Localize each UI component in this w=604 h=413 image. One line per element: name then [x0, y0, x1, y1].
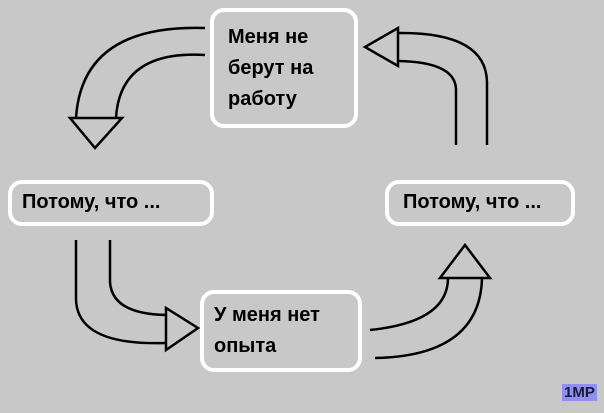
- node-left: Потому, что ...: [8, 180, 214, 226]
- arrow-right-to-top: [362, 25, 489, 145]
- node-top: Меня не берут на работу: [210, 8, 358, 128]
- node-right: Потому, что ...: [385, 180, 575, 226]
- watermark-logo: 1MP: [562, 384, 597, 401]
- arrow-left-to-bottom: [74, 240, 201, 353]
- arrow-bottom-to-right: [369, 242, 493, 360]
- node-bottom: У меня нет опыта: [200, 290, 362, 372]
- arrow-top-to-left: [67, 26, 206, 150]
